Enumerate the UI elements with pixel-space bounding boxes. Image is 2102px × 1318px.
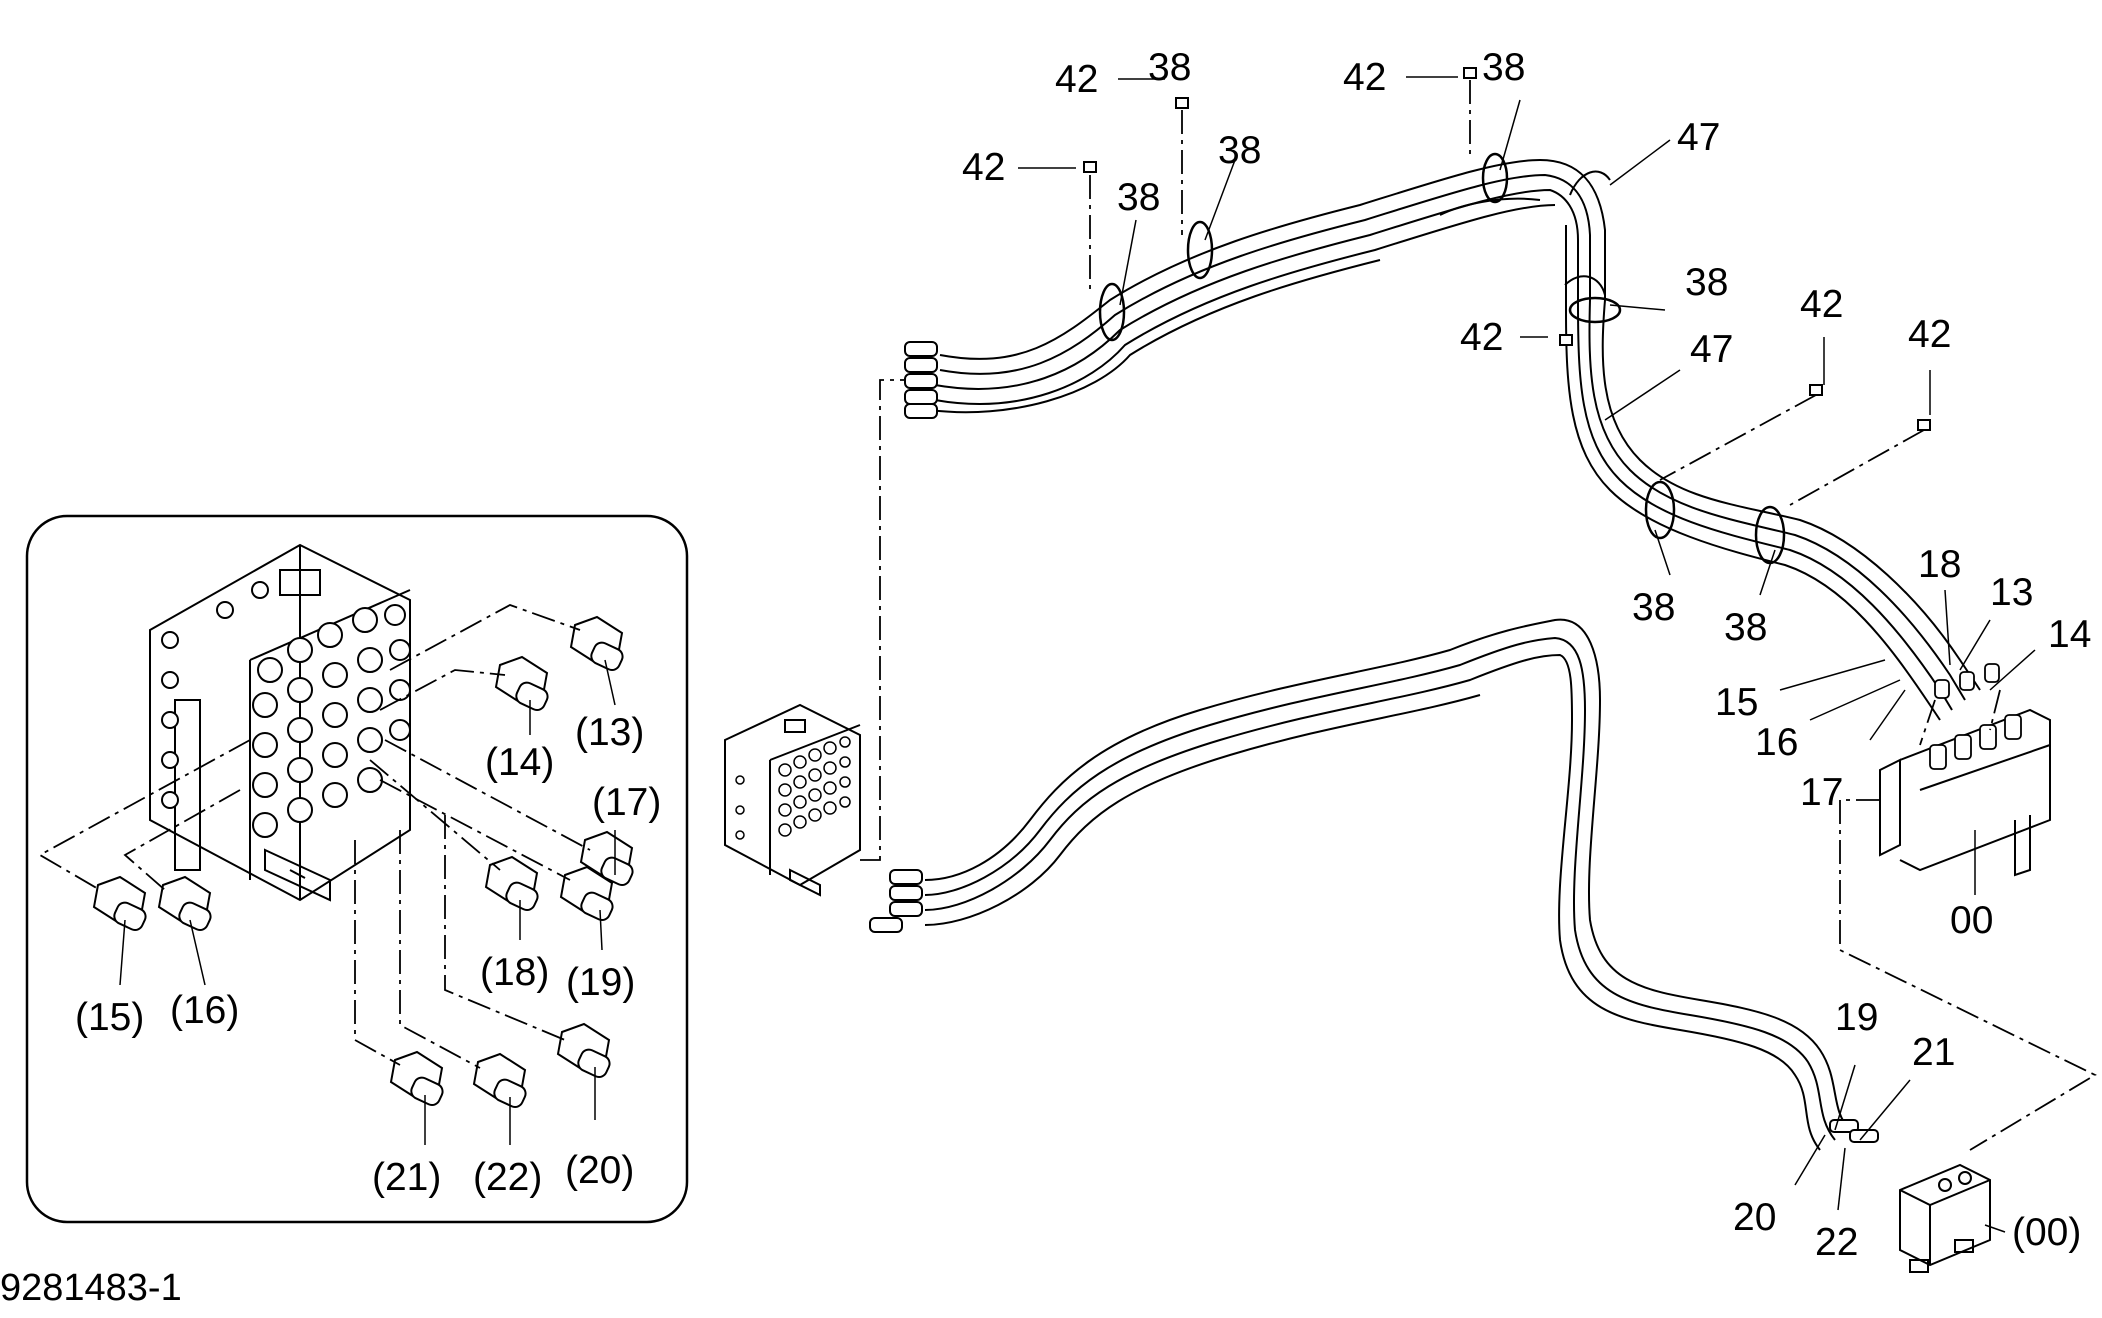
callout-19: 19: [1835, 996, 1878, 1039]
fitting-22: [472, 1052, 527, 1108]
callout-16: 16: [1755, 721, 1798, 764]
callout-38: 38: [1117, 176, 1160, 219]
valve-to-upper-hose-chain: [860, 379, 905, 861]
detail-callout-17: (17): [592, 781, 661, 824]
callout-38: 38: [1148, 46, 1191, 89]
callout-20: 20: [1733, 1196, 1776, 1239]
fitting-15: [92, 875, 147, 931]
detail-callout-13: (13): [575, 711, 644, 754]
callout-42: 42: [1055, 58, 1098, 101]
detail-inset-frame: [25, 514, 689, 1224]
bolt-chain-lines: [1089, 80, 1925, 506]
fitting-17: [579, 830, 634, 886]
control-valve-main: [724, 703, 861, 897]
callout-42: 42: [1908, 313, 1951, 356]
detail-callout-16: (16): [170, 989, 239, 1032]
callout-47: 47: [1690, 328, 1733, 371]
detail-callout-15: (15): [75, 996, 144, 1039]
callout-42: 42: [1460, 316, 1503, 359]
callout-18: 18: [1918, 543, 1961, 586]
callout-38: 38: [1685, 261, 1728, 304]
fitting-16: [157, 875, 212, 931]
callout-21: 21: [1912, 1031, 1955, 1074]
detail-callout-19: (19): [566, 961, 635, 1004]
callout-17: 17: [1800, 771, 1843, 814]
drawing-number: 9281483-1: [0, 1267, 182, 1309]
fitting-13: [569, 615, 624, 671]
callout-38: 38: [1482, 46, 1525, 89]
callout-38: 38: [1632, 586, 1675, 629]
bracket-fittings: [1929, 663, 2022, 770]
lower-hose-ends: [869, 869, 1879, 1143]
callout-00-ref: (00): [2012, 1211, 2081, 1254]
valve-fittings-main: [735, 736, 851, 840]
callout-42: 42: [1343, 56, 1386, 99]
control-valve-detail: [149, 543, 411, 902]
lower-hose-bundle: [924, 618, 1851, 1151]
fitting-19: [559, 865, 614, 921]
callout-42: 42: [962, 146, 1005, 189]
fitting-20: [556, 1022, 611, 1078]
detail-callout-14: (14): [485, 741, 554, 784]
callout-22: 22: [1815, 1221, 1858, 1264]
bolts-42: [1083, 67, 1931, 431]
callout-13: 13: [1990, 571, 2033, 614]
detail-callout-20: (20): [565, 1149, 634, 1192]
valve-fittings-detail: [161, 581, 411, 838]
detail-callouts: (13) (14) (17) (18) (19) (15) (16) (21) …: [75, 711, 661, 1199]
callout-38: 38: [1218, 129, 1261, 172]
callout-42: 42: [1800, 283, 1843, 326]
detail-fittings: [92, 615, 634, 1108]
fitting-14: [494, 655, 549, 711]
detail-chain-lines: [38, 604, 591, 1069]
main-callouts: 42 38 42 42 38 38 38 47 38 42 47 42 42 3…: [962, 46, 2091, 1264]
callout-47: 47: [1677, 116, 1720, 159]
hose-clamps: [1098, 152, 1786, 565]
detail-leaders: [119, 659, 616, 1145]
callout-15: 15: [1715, 681, 1758, 724]
bracket-chain-lines: [1839, 689, 2097, 1151]
detail-callout-22: (22): [473, 1156, 542, 1199]
callout-00: 00: [1950, 899, 1993, 942]
brackets-47: [1564, 170, 1611, 296]
fitting-21: [389, 1050, 444, 1106]
bottom-fitting-00: [1899, 1163, 1991, 1273]
main-leaders: [1018, 76, 2036, 1233]
upper-hose-ends: [904, 341, 938, 419]
detail-callout-21: (21): [372, 1156, 441, 1199]
detail-callout-18: (18): [480, 951, 549, 994]
callout-38: 38: [1724, 606, 1767, 649]
upper-hose-bundle: [929, 158, 1981, 721]
callout-14: 14: [2048, 613, 2091, 656]
